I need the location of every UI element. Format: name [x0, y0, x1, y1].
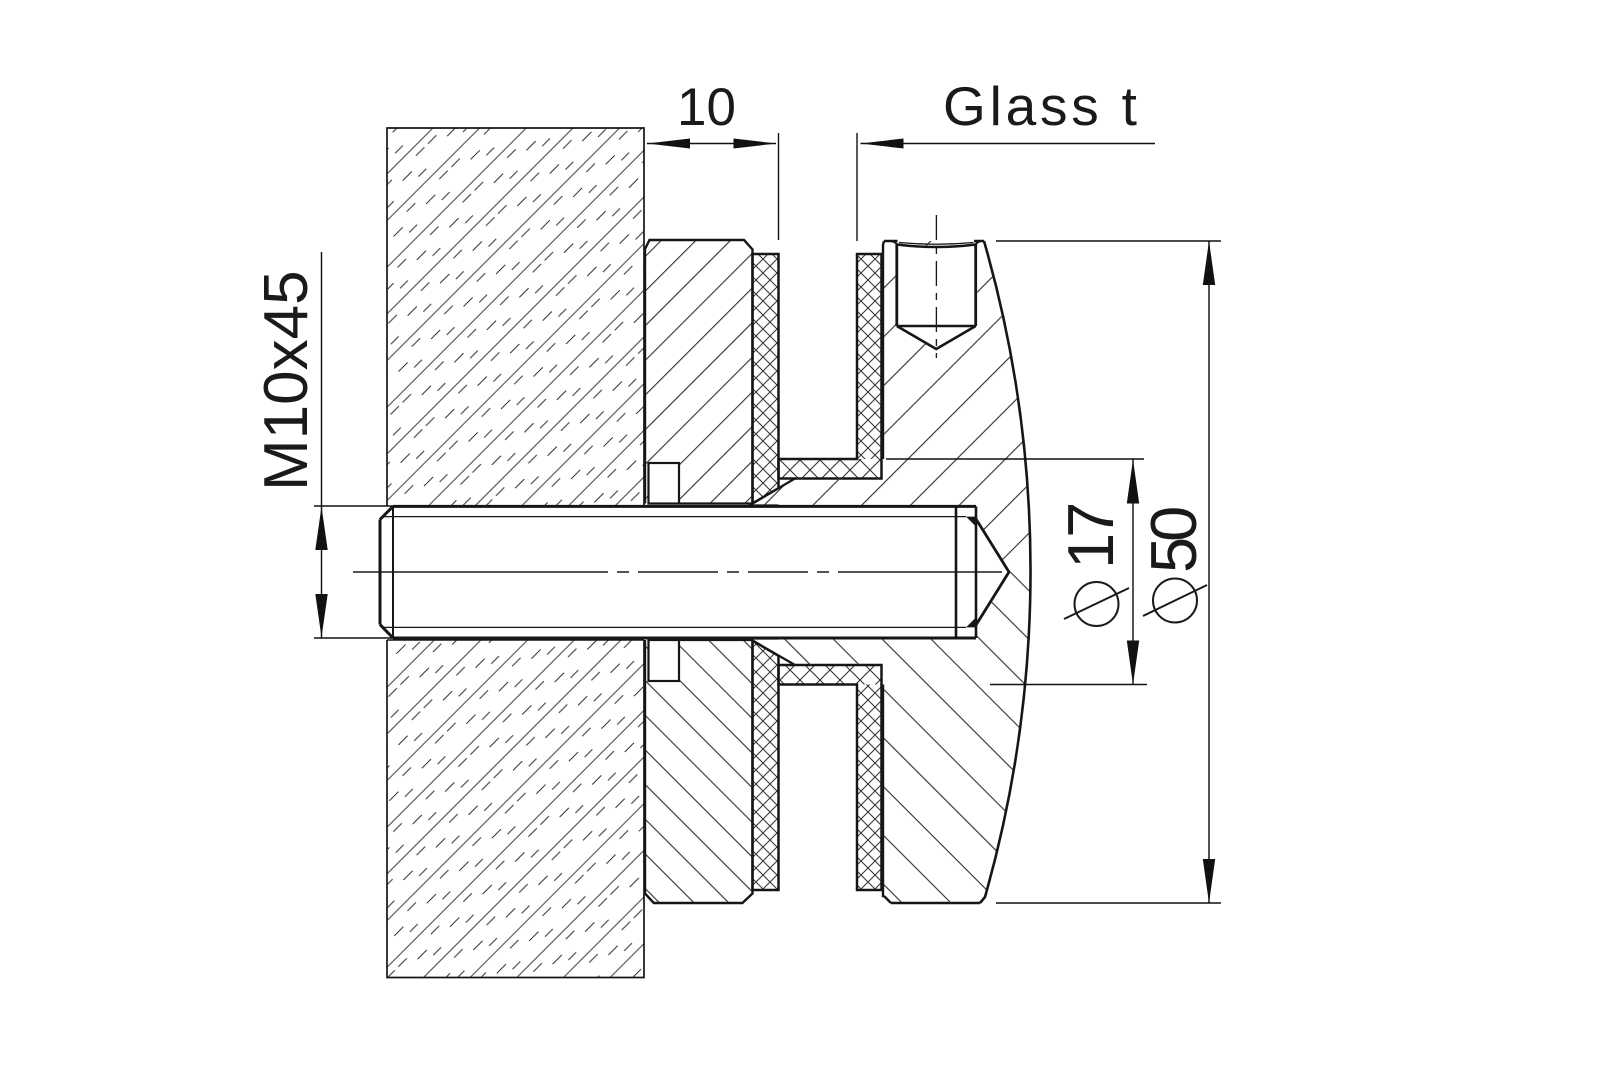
svg-text:Glass t: Glass t — [943, 75, 1141, 137]
svg-text:M10x45: M10x45 — [252, 270, 321, 491]
svg-text:10: 10 — [677, 78, 736, 137]
svg-text:50: 50 — [1137, 508, 1210, 573]
svg-text:17: 17 — [1054, 505, 1127, 569]
